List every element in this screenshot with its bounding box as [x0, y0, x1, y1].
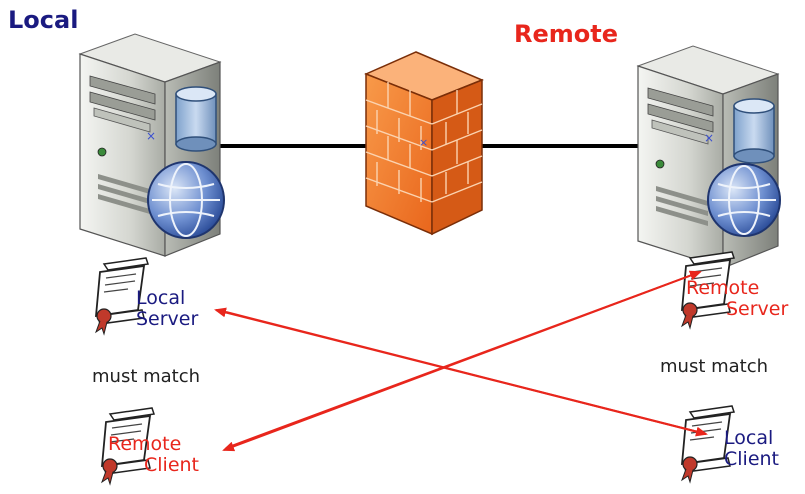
globe-icon: [147, 161, 225, 239]
svg-text:×: ×: [419, 136, 428, 149]
svg-text:×: ×: [146, 129, 156, 143]
cert-label-line: Server: [726, 298, 789, 320]
cert-label-line: Server: [136, 308, 199, 330]
cert-label-line: Client: [724, 448, 780, 470]
firewall-icon: ×: [364, 51, 484, 236]
local-server-cert-label: Local Server: [136, 288, 198, 330]
globe-icon: [707, 163, 781, 237]
must-match-note-left: must match: [92, 366, 201, 387]
database-icon: [175, 86, 217, 152]
cert-label-line: Remote: [108, 433, 182, 455]
remote-server-icon: ×: [637, 45, 781, 269]
remote-server-cert-label: Remote Server: [686, 278, 788, 320]
local-title: Local: [8, 6, 79, 34]
match-arrow-remote: [222, 270, 702, 452]
remote-title: Remote: [514, 20, 619, 48]
remote-client-cert-label: Remote Client: [108, 434, 199, 476]
cert-label-line: Client: [144, 454, 200, 476]
must-match-note-right: must match: [660, 356, 769, 377]
database-icon: [733, 98, 775, 164]
svg-text:×: ×: [704, 131, 714, 145]
cert-label-line: Remote: [686, 277, 760, 299]
cert-label-line: Local: [136, 287, 186, 309]
local-server-icon: ×: [79, 33, 225, 257]
local-client-cert-label: Local Client: [724, 428, 779, 470]
match-arrow-local: [214, 307, 708, 437]
cert-label-line: Local: [724, 427, 774, 449]
